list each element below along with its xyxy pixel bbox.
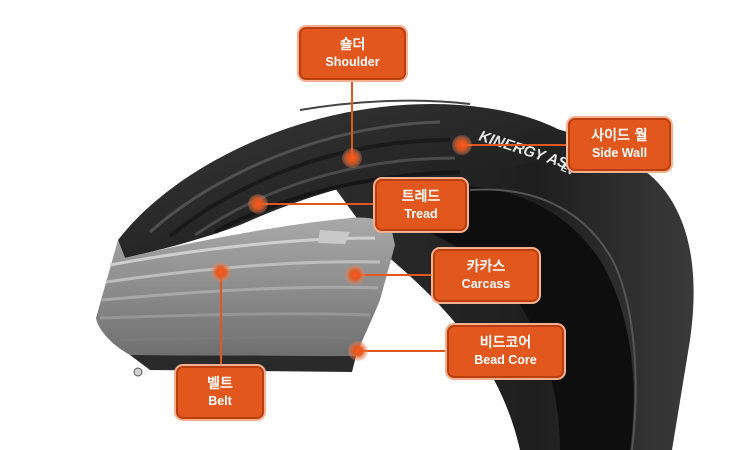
label-bead-core-en: Bead Core bbox=[474, 353, 537, 367]
marker-carcass bbox=[345, 265, 365, 285]
label-carcass: 카카스 Carcass bbox=[433, 249, 539, 302]
label-shoulder-ko: 숄더 bbox=[339, 37, 366, 53]
label-carcass-en: Carcass bbox=[461, 277, 511, 291]
leader-lines bbox=[220, 80, 568, 366]
label-bead-core: 비드코어 Bead Core bbox=[447, 325, 564, 378]
label-carcass-ko: 카카스 bbox=[466, 259, 506, 275]
label-tread: 트레드 Tread bbox=[375, 179, 467, 231]
label-tread-ko: 트레드 bbox=[401, 188, 441, 205]
label-shoulder-en: Shoulder bbox=[325, 55, 380, 69]
marker-bead-core bbox=[348, 341, 368, 361]
label-belt: 벨트 Belt bbox=[176, 366, 264, 419]
label-side-wall-ko: 사이드 월 bbox=[591, 128, 648, 144]
tire-tread-surface bbox=[118, 99, 590, 258]
label-belt-en: Belt bbox=[208, 394, 232, 408]
label-belt-ko: 벨트 bbox=[207, 376, 233, 392]
label-side-wall: 사이드 월 Side Wall bbox=[568, 118, 671, 171]
tire-cross-section bbox=[96, 217, 395, 377]
marker-tread bbox=[248, 194, 268, 214]
marker-dots bbox=[211, 135, 472, 361]
marker-shoulder bbox=[342, 148, 362, 168]
label-tread-en: Tread bbox=[404, 206, 438, 221]
marker-side-wall bbox=[452, 135, 472, 155]
label-bead-core-ko: 비드코어 bbox=[479, 335, 532, 351]
label-side-wall-en: Side Wall bbox=[591, 146, 648, 160]
label-shoulder: 숄더 Shoulder bbox=[299, 27, 406, 80]
marker-belt bbox=[211, 262, 231, 282]
